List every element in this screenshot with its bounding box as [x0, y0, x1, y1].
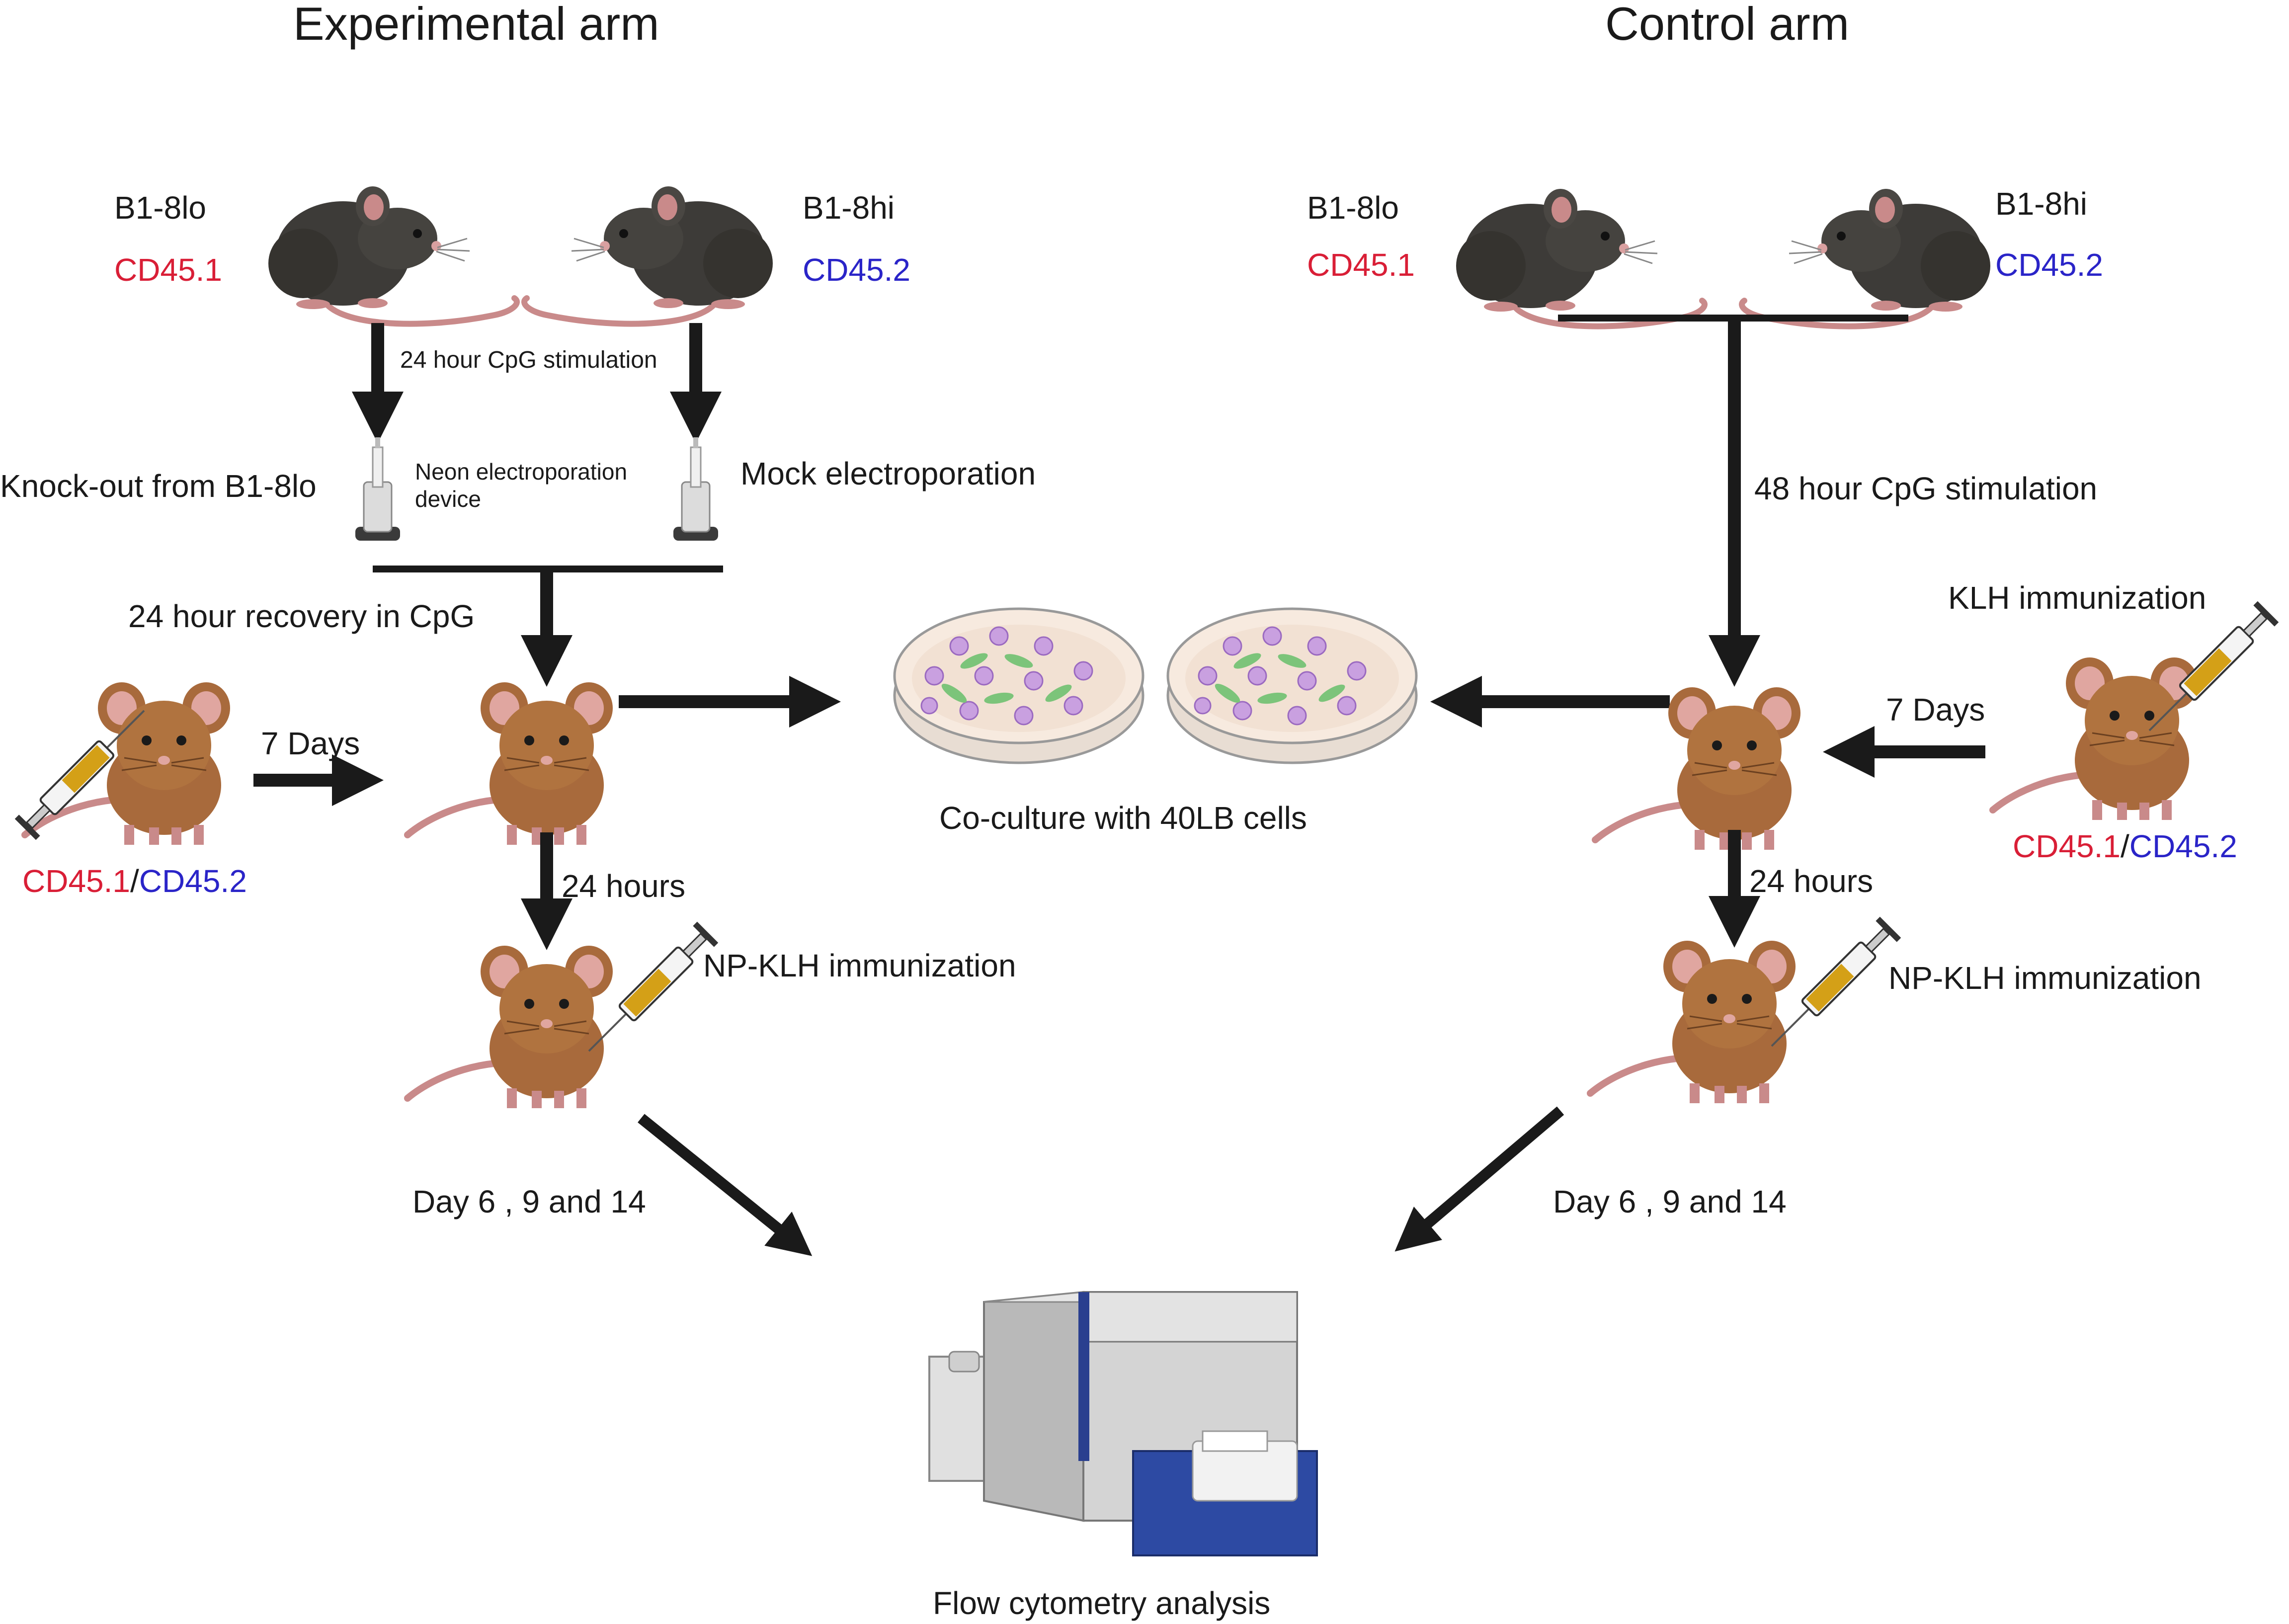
exp-lo-name: B1-8lo	[114, 190, 206, 226]
recipient-mouse-control-icon	[1595, 687, 1800, 850]
ctrl-stimulation-label: 48 hour CpG stimulation	[1754, 471, 2097, 506]
recipient-mouse-experimental-icon	[408, 682, 613, 845]
mouse-b18hi-control-icon	[1742, 189, 1990, 326]
ctrl-recipient-markers: CD45.1/CD45.2	[2013, 828, 2237, 864]
immunized-mouse-experimental-icon	[408, 946, 613, 1108]
klh-immunization-label: KLH immunization	[1948, 580, 2206, 616]
ctrl-hi-name: B1-8hi	[1995, 186, 2087, 222]
device-label-line1: Neon electroporation	[415, 459, 627, 485]
mouse-b18hi-experimental-icon	[524, 186, 773, 324]
donor-mouse-experimental-icon	[25, 682, 230, 845]
exp-hours-label: 24 hours	[562, 868, 685, 904]
electroporation-device-icon	[354, 436, 401, 542]
knockout-label: Knock-out from B1-8lo	[0, 468, 317, 504]
ctrl-hi-marker: CD45.2	[1995, 247, 2103, 283]
exp-days-label: 7 Days	[261, 726, 360, 761]
donor-mouse-control-icon	[1993, 657, 2198, 820]
mouse-b18lo-experimental-icon	[268, 186, 517, 324]
coculture-label: Co-culture with 40LB cells	[939, 800, 1307, 836]
experimental-arm-title: Experimental arm	[293, 0, 659, 50]
ctrl-immunization-label: NP-KLH immunization	[1888, 960, 2202, 996]
mouse-b18lo-control-icon	[1456, 189, 1705, 326]
device-label-line2: device	[415, 486, 481, 512]
mock-label: Mock electroporation	[740, 456, 1036, 491]
exp-hi-name: B1-8hi	[803, 190, 895, 226]
ctrl-lo-name: B1-8lo	[1307, 190, 1399, 226]
coculture-dish-2-icon	[1168, 609, 1416, 763]
exp-timepoints-label: Day 6 , 9 and 14	[412, 1184, 646, 1219]
recovery-label: 24 hour recovery in CpG	[128, 598, 475, 634]
immunized-mouse-control-icon	[1590, 941, 1796, 1103]
exp-hi-marker: CD45.2	[803, 252, 910, 288]
exp-lo-marker: CD45.1	[114, 252, 222, 288]
arrow-to-cytometer-control	[1394, 1106, 1564, 1252]
analysis-label: Flow cytometry analysis	[933, 1585, 1270, 1621]
arrow-to-cytometer-experimental	[638, 1114, 813, 1256]
exp-recipient-markers: CD45.1/CD45.2	[22, 863, 247, 899]
exp-immunization-label: NP-KLH immunization	[703, 948, 1016, 983]
ctrl-hours-label: 24 hours	[1749, 863, 1873, 899]
control-arm-title: Control arm	[1605, 0, 1849, 50]
ctrl-timepoints-label: Day 6 , 9 and 14	[1553, 1184, 1787, 1219]
ctrl-days-label: 7 Days	[1886, 692, 1985, 728]
flow-cytometer-icon	[928, 1291, 1318, 1556]
exp-stimulation-label: 24 hour CpG stimulation	[400, 347, 657, 373]
ctrl-lo-marker: CD45.1	[1307, 247, 1415, 283]
coculture-dish-1-icon	[895, 609, 1143, 763]
mock-electroporation-device-icon	[672, 436, 719, 542]
